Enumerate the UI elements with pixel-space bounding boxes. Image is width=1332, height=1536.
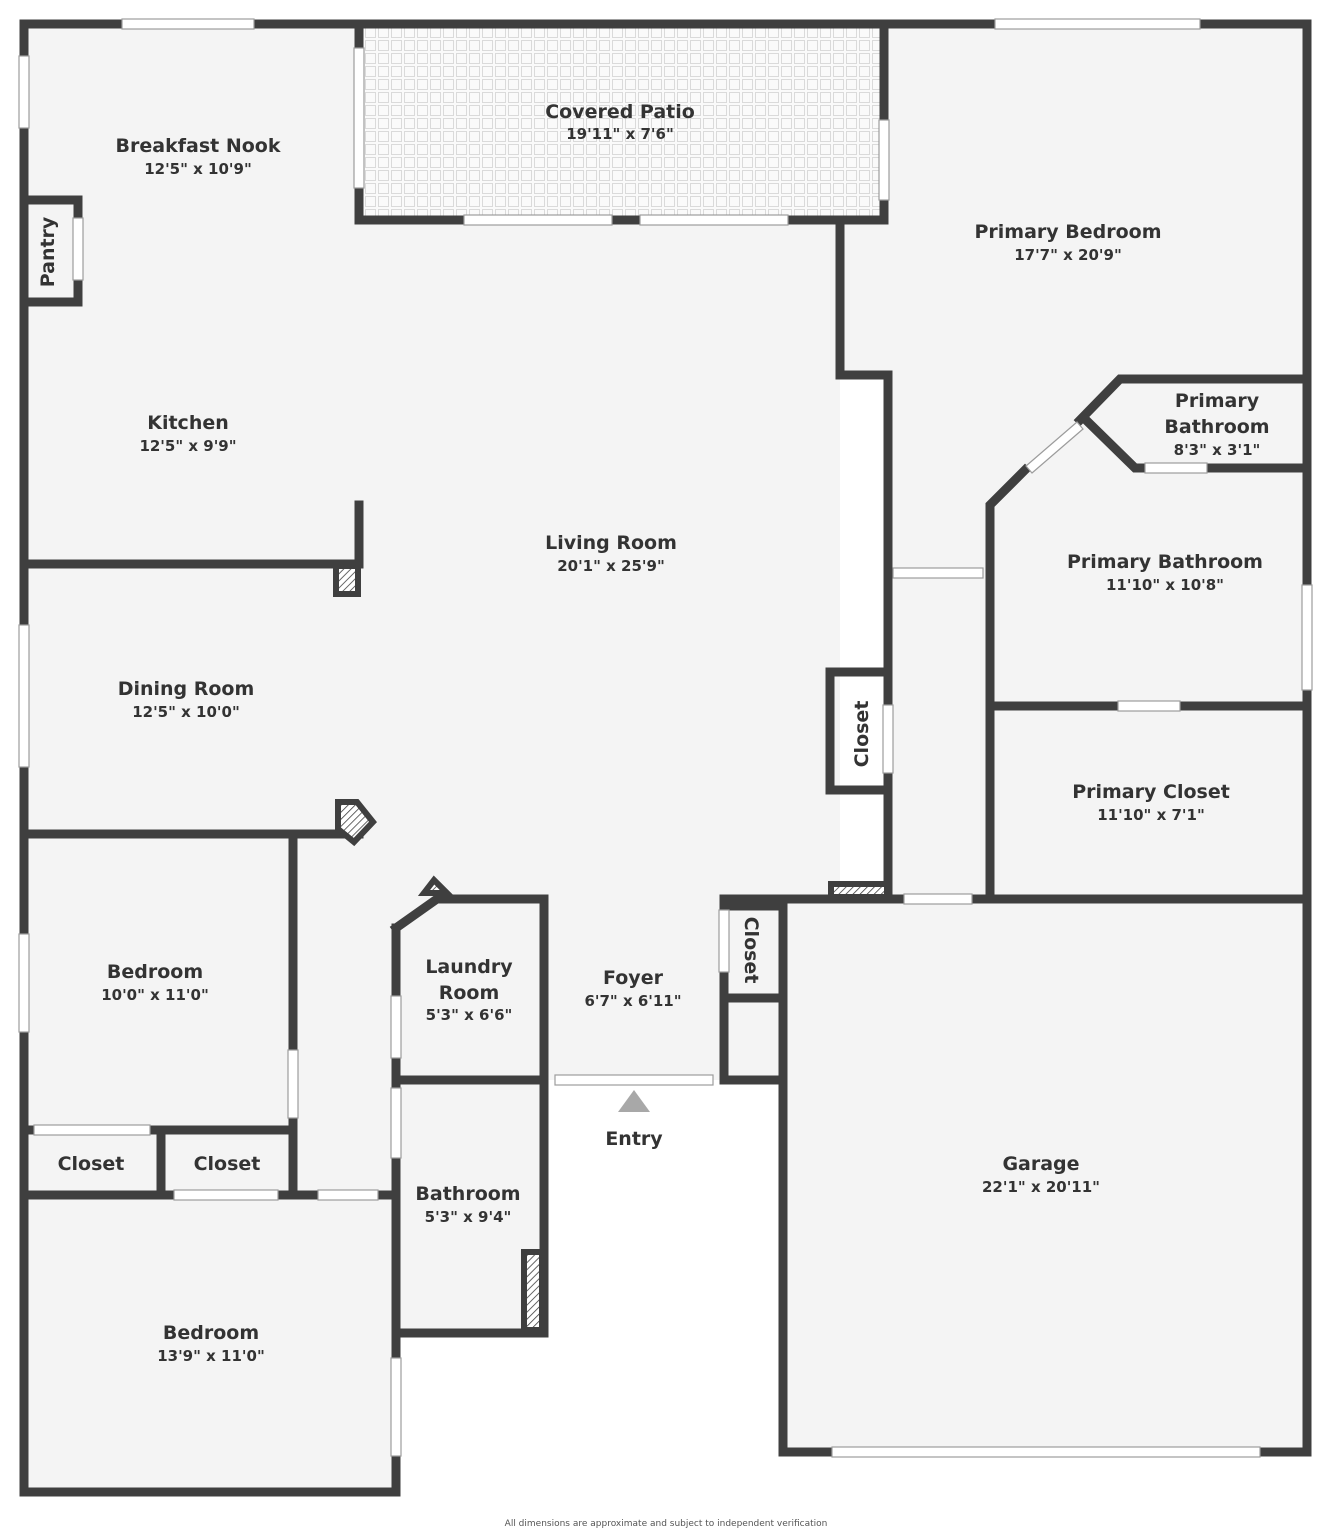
dining-room-dims: 12'5" x 10'0" — [132, 703, 240, 721]
foyer-name: Foyer — [603, 967, 664, 989]
primary-bedroom-dims: 17'7" x 20'9" — [1014, 246, 1122, 264]
garage-name: Garage — [1002, 1153, 1079, 1175]
living-room-dims: 20'1" x 25'9" — [557, 557, 665, 575]
bathroom-name: Bathroom — [415, 1183, 520, 1205]
structural-columns — [333, 563, 890, 1333]
primary-bathroom-small-dims: 8'3" x 3'1" — [1174, 441, 1261, 459]
bedroom-2-dims: 13'9" x 11'0" — [157, 1347, 265, 1365]
foyer-dims: 6'7" x 6'11" — [584, 992, 681, 1010]
breakfast-nook-name: Breakfast Nook — [116, 135, 281, 157]
pantry-name: Pantry — [37, 216, 59, 287]
openings — [18, 18, 1313, 1458]
garage-dims: 22'1" x 20'11" — [982, 1178, 1100, 1196]
entry-label: Entry — [605, 1128, 663, 1150]
primary-bathroom-name: Primary Bathroom — [1067, 551, 1263, 573]
covered-patio-name: Covered Patio — [545, 101, 695, 123]
living-room-name: Living Room — [545, 532, 677, 554]
bedroom-1-dims: 10'0" x 11'0" — [101, 986, 209, 1004]
entry-arrow-icon — [618, 1090, 650, 1112]
primary-bathroom-small-name-line1: Primary — [1175, 390, 1260, 412]
disclaimer-footnote: All dimensions are approximate and subje… — [504, 1519, 828, 1529]
primary-bathroom-small-name-line2: Bathroom — [1164, 416, 1269, 438]
room-labels: Breakfast Nook 12'5" x 10'9" Covered Pat… — [37, 101, 1270, 1365]
closet-living-name: Closet — [851, 701, 873, 768]
floor-areas — [24, 24, 1307, 1492]
dining-room-name: Dining Room — [118, 678, 255, 700]
laundry-room-name-line2: Room — [439, 982, 500, 1004]
laundry-room-name-line1: Laundry — [425, 956, 513, 978]
laundry-room-dims: 5'3" x 6'6" — [426, 1006, 513, 1024]
primary-bedroom-name: Primary Bedroom — [974, 221, 1161, 243]
closet-a-name: Closet — [58, 1153, 125, 1175]
closet-foyer-name: Closet — [740, 917, 762, 984]
patio-tiles — [359, 24, 884, 220]
primary-closet-dims: 11'10" x 7'1" — [1097, 806, 1205, 824]
kitchen-dims: 12'5" x 9'9" — [139, 437, 236, 455]
covered-patio-dims: 19'11" x 7'6" — [566, 125, 674, 143]
breakfast-nook-dims: 12'5" x 10'9" — [144, 160, 252, 178]
bedroom-1-name: Bedroom — [107, 961, 203, 983]
bathroom-dims: 5'3" x 9'4" — [425, 1208, 512, 1226]
bedroom-2-name: Bedroom — [163, 1322, 259, 1344]
primary-closet-name: Primary Closet — [1072, 781, 1230, 803]
primary-bathroom-dims: 11'10" x 10'8" — [1106, 576, 1224, 594]
closet-b-name: Closet — [194, 1153, 261, 1175]
kitchen-name: Kitchen — [147, 412, 229, 434]
